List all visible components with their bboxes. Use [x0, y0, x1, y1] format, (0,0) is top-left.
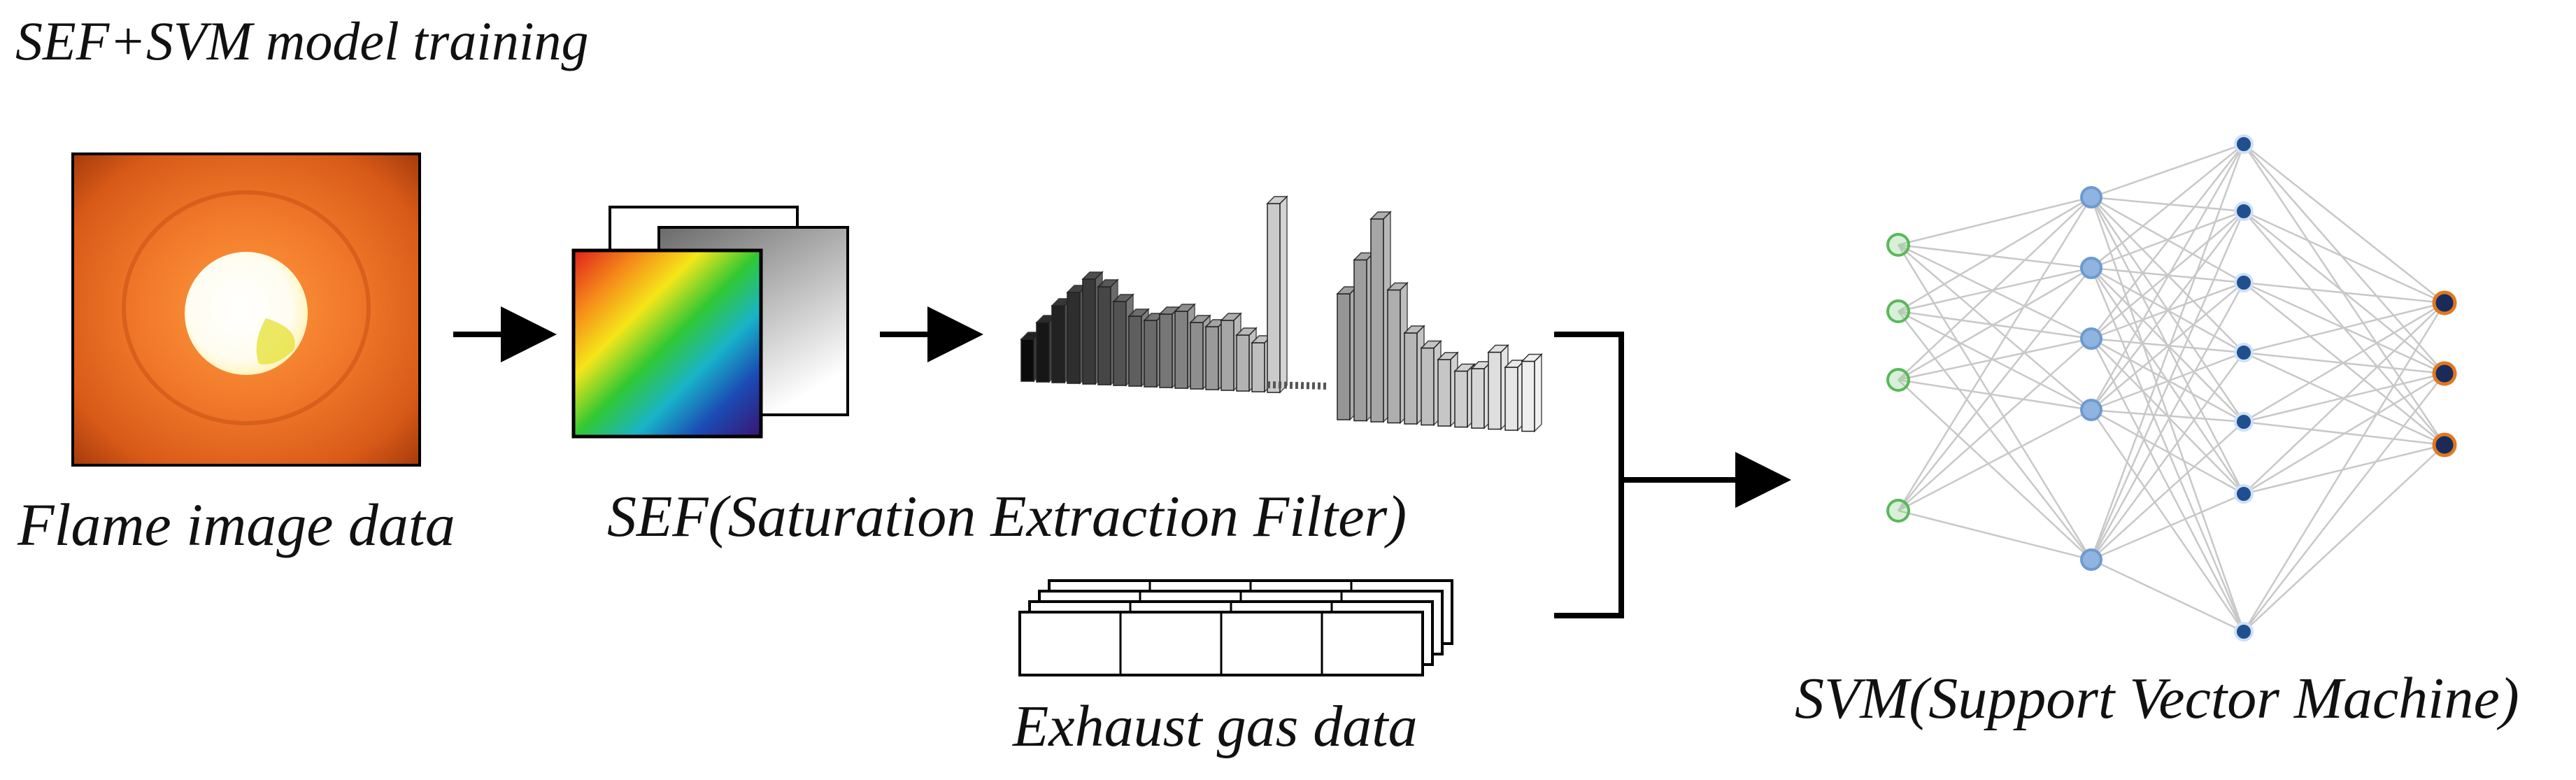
network-edge	[2091, 492, 2244, 561]
network-edge	[2090, 143, 2245, 411]
network-edge	[2091, 409, 2244, 495]
histogram-bar	[1521, 353, 1543, 433]
network-edge	[2243, 143, 2445, 304]
hidden-node	[2080, 548, 2102, 571]
network-edge	[2091, 409, 2244, 423]
hidden-node	[2080, 399, 2102, 421]
hidden2-node	[2234, 412, 2254, 432]
network-edge	[2243, 444, 2445, 495]
network-edge	[2243, 444, 2445, 632]
network-edge	[1898, 267, 2092, 381]
network-edge	[1898, 197, 2092, 381]
network-edge	[1898, 310, 2092, 340]
network-edge	[2090, 338, 2245, 632]
network-edge	[2242, 302, 2446, 632]
hidden2-node	[2234, 273, 2254, 292]
flame-image	[71, 153, 421, 467]
network-edge	[1898, 196, 2092, 313]
network-edge	[2243, 302, 2445, 354]
hidden-node	[2080, 186, 2102, 208]
network-edge	[1898, 267, 2092, 511]
network-edge	[2091, 211, 2244, 339]
hidden2-node	[2234, 134, 2254, 154]
diagram-title: SEF+SVM model training	[15, 10, 589, 71]
merge-connector	[1554, 332, 1791, 618]
network-edge	[1897, 197, 2093, 511]
network-edge	[1898, 244, 2092, 411]
network-edge	[2090, 409, 2245, 632]
exhaust-gas-table	[1018, 579, 1453, 676]
network-edge	[2243, 302, 2445, 495]
network-edge	[2243, 372, 2445, 495]
hidden2-node	[2234, 622, 2254, 641]
network-edge	[1898, 243, 2092, 340]
network-edge	[2091, 558, 2244, 633]
network-edge	[2091, 421, 2244, 560]
network-edge	[2243, 302, 2445, 423]
output-node	[2432, 432, 2457, 458]
hidden-node	[2080, 327, 2102, 350]
histogram-bar	[1266, 195, 1288, 394]
network-edge	[1898, 337, 2092, 381]
network-edge	[1898, 311, 2092, 560]
output-node	[2432, 290, 2457, 315]
network-edge	[2242, 143, 2446, 446]
network-edge	[1898, 196, 2092, 246]
network-edge	[1897, 244, 2093, 560]
input-node	[1886, 233, 1910, 257]
network-edge	[1898, 378, 2092, 411]
feature-histogram-dark	[1020, 195, 1288, 394]
hidden-node	[2080, 257, 2102, 279]
feature-histogram-light	[1336, 211, 1543, 433]
network-nodes	[1886, 134, 2457, 641]
network-edge	[2243, 281, 2445, 304]
network-edge	[2091, 143, 2244, 339]
network-edge	[2091, 211, 2244, 411]
hidden2-node	[2234, 343, 2254, 362]
network-edge	[2091, 282, 2244, 411]
hidden2-node	[2234, 201, 2254, 221]
input-node	[1886, 368, 1910, 392]
network-edge	[2090, 143, 2245, 560]
network-edge	[2091, 337, 2244, 423]
input-node	[1886, 299, 1910, 323]
network-edge	[2243, 143, 2445, 374]
network-edge	[1898, 338, 2092, 511]
exhaust-gas-label: Exhaust gas data	[1013, 694, 1418, 759]
network-edge	[2091, 143, 2244, 199]
network-edge	[2091, 196, 2244, 213]
histogram-ellipsis	[1267, 381, 1330, 390]
network-edge	[2090, 282, 2245, 560]
flame-image-label: Flame image data	[17, 491, 455, 558]
input-node	[1886, 499, 1910, 523]
network-edge	[2091, 143, 2244, 269]
sef-filter-stack	[571, 206, 849, 439]
network-edge	[1898, 509, 2092, 561]
network-edge	[1898, 409, 2092, 512]
network-edge	[1898, 310, 2092, 411]
network-edge	[1898, 379, 2092, 560]
network-edge	[2243, 373, 2445, 632]
network-edge	[2090, 352, 2245, 560]
network-edge	[2091, 351, 2244, 411]
network-edge	[2091, 210, 2244, 269]
svm-label: SVM(Support Vector Machine)	[1795, 666, 2519, 731]
network-edge	[2090, 211, 2245, 560]
output-node	[2432, 361, 2457, 386]
sef-label: SEF(Saturation Extraction Filter)	[607, 484, 1407, 549]
network-edges	[1897, 143, 2446, 633]
hidden2-node	[2234, 484, 2254, 504]
network-edge	[1898, 243, 2092, 269]
network-edge	[2243, 210, 2445, 304]
